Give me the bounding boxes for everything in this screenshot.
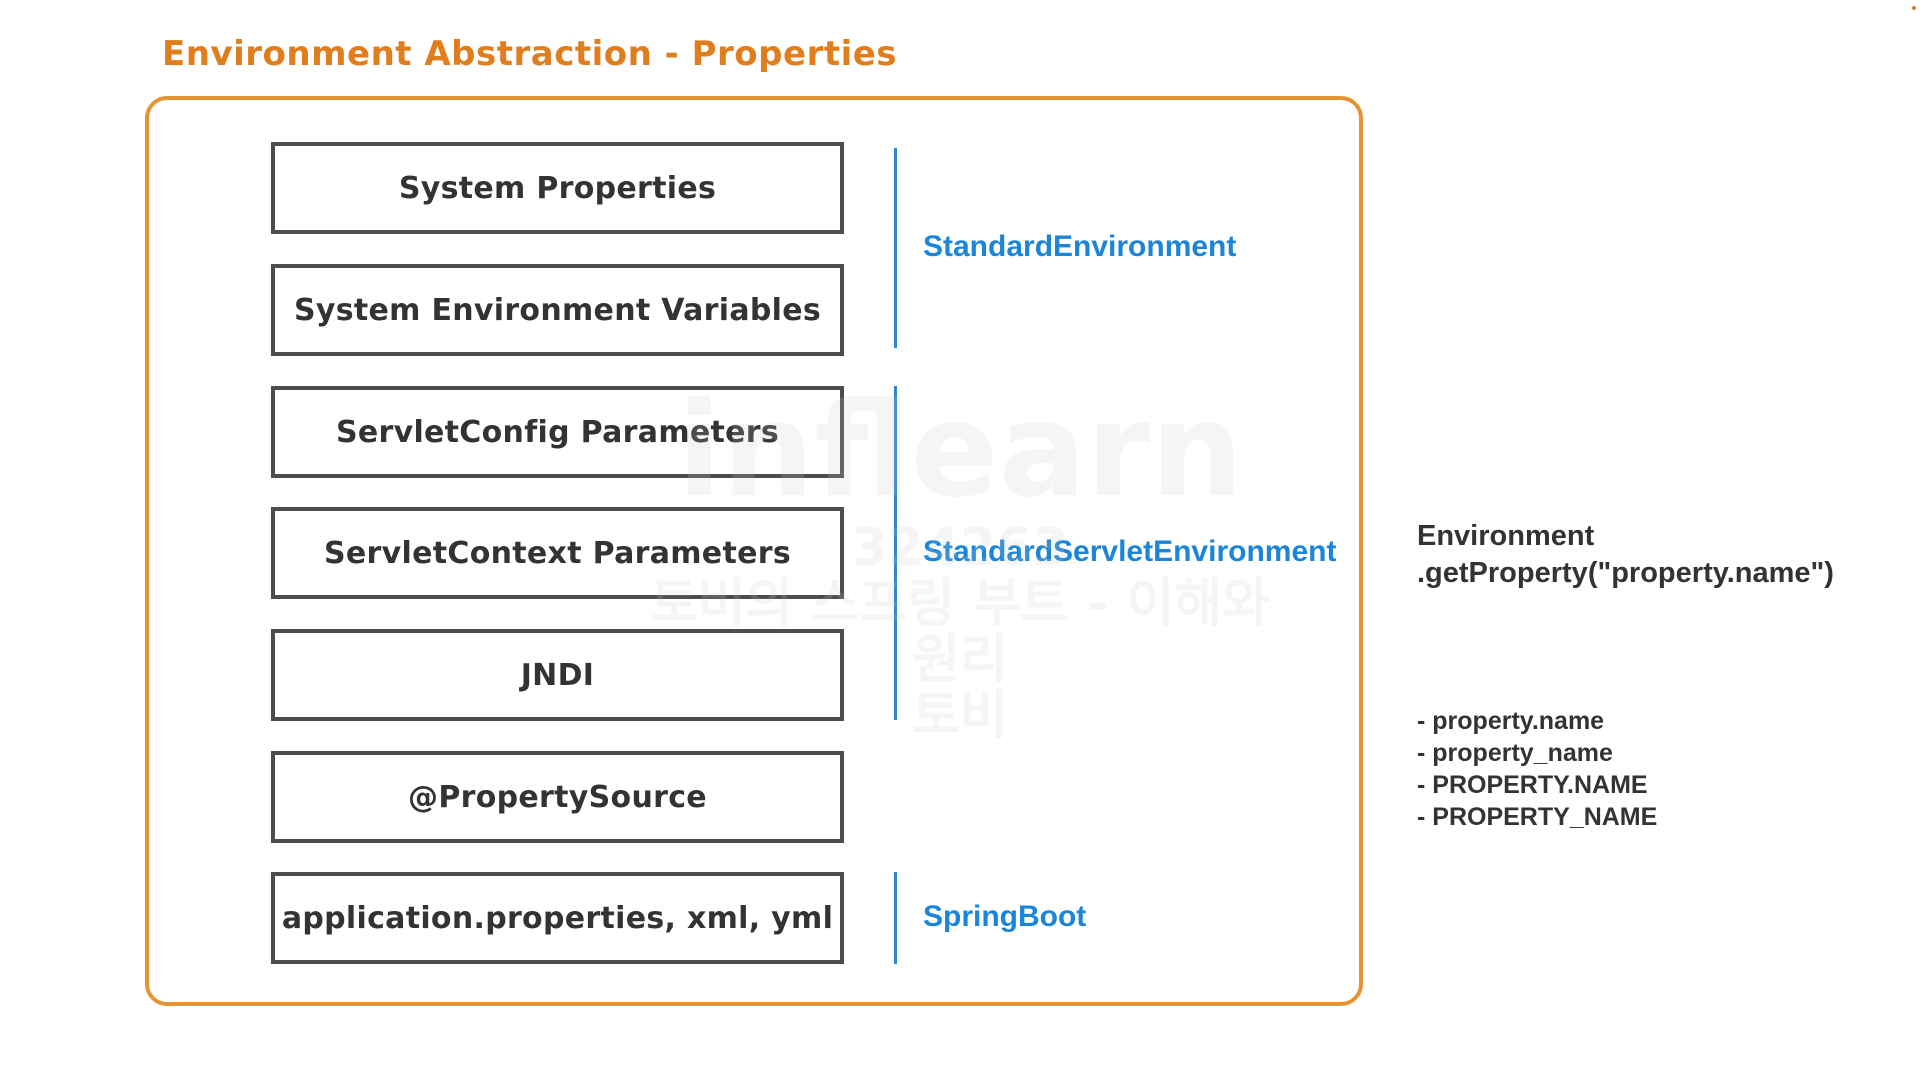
springboot-label: SpringBoot (923, 900, 1087, 933)
get-property-call: Environment .getProperty("property.name"… (1417, 518, 1834, 592)
property-name-variants: - property.name - property_name - PROPER… (1417, 705, 1657, 833)
corner-dot (1912, 6, 1916, 10)
source-servletcontext-parameters: ServletContext Parameters (271, 507, 844, 599)
get-property-call-line1: Environment (1417, 520, 1595, 552)
diagram-frame (145, 96, 1363, 1006)
standard-environment-bracket (894, 148, 897, 348)
springboot-bracket (894, 872, 897, 964)
variant-item: - property_name (1417, 739, 1613, 767)
page-title: Environment Abstraction - Properties (162, 34, 898, 74)
servlet-environment-bracket (894, 386, 897, 720)
source-application-properties: application.properties, xml, yml (271, 872, 844, 964)
source-servletconfig-parameters: ServletConfig Parameters (271, 386, 844, 478)
variant-item: - PROPERTY.NAME (1417, 771, 1648, 799)
standard-environment-label: StandardEnvironment (923, 230, 1237, 263)
source-system-properties: System Properties (271, 142, 844, 234)
standard-servlet-environment-label: StandardServletEnvironment (923, 535, 1337, 568)
source-propertysource: @PropertySource (271, 751, 844, 843)
variant-item: - property.name (1417, 707, 1605, 735)
source-jndi: JNDI (271, 629, 844, 721)
source-system-environment-variables: System Environment Variables (271, 264, 844, 356)
get-property-call-line2: .getProperty("property.name") (1417, 557, 1834, 589)
variant-item: - PROPERTY_NAME (1417, 803, 1658, 831)
